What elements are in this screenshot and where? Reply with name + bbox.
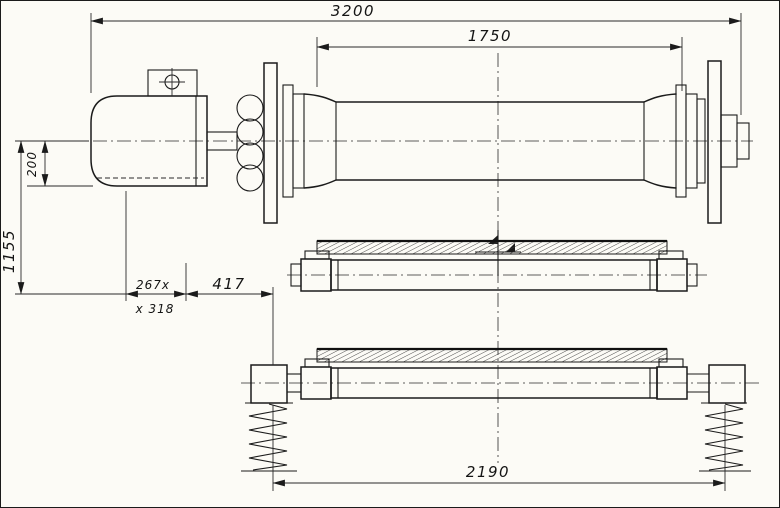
lower-screen-roller	[250, 347, 746, 404]
electric-motor	[90, 68, 238, 187]
dim-label-1155: 1155	[1, 229, 18, 273]
right-spring-bracket	[708, 364, 746, 404]
left-coil-spring	[241, 402, 297, 472]
dimension-drum-span: 1750	[316, 27, 683, 91]
motor-terminal-box	[147, 69, 198, 97]
dimension-frame-height: 1155	[1, 140, 25, 295]
lower-screen-deck	[316, 348, 668, 363]
motor-body	[90, 95, 208, 187]
dim-label-267x: 267x	[136, 278, 170, 292]
left-spring-bracket	[250, 364, 288, 404]
lower-roller-body	[330, 367, 658, 399]
dimension-overall-width: 3200	[90, 2, 742, 115]
dim-label-3200: 3200	[331, 2, 375, 20]
dim-label-200: 200	[25, 151, 39, 177]
dimension-motor-height: 200	[15, 140, 93, 187]
upper-screen-deck	[316, 240, 668, 255]
dimension-chain-267-417: 267x x 318 417	[15, 191, 274, 365]
right-support-plate	[707, 60, 722, 224]
motor-shaft	[206, 131, 238, 151]
dim-label-x318: x 318	[135, 302, 175, 316]
dimension-base-span: 2190	[272, 405, 726, 491]
flexible-coupling	[236, 94, 264, 192]
main-drum	[282, 84, 706, 198]
dim-label-417: 417	[212, 275, 245, 293]
upper-roller-body	[330, 259, 658, 291]
dim-label-1750: 1750	[468, 27, 512, 45]
left-support-plate	[263, 62, 278, 224]
upper-screen-roller	[290, 239, 698, 292]
drive-hub	[720, 114, 750, 168]
dim-label-2190: 2190	[466, 463, 510, 481]
